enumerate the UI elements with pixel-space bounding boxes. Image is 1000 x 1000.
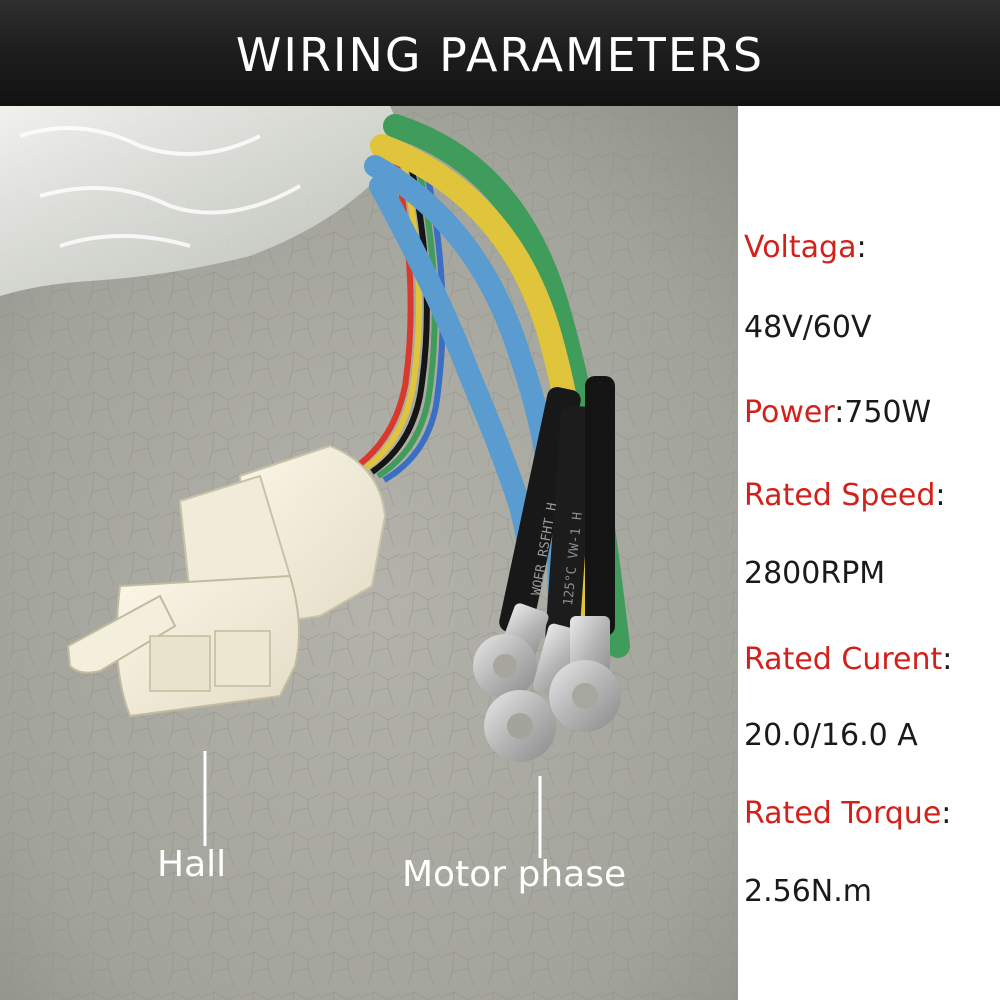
specs-panel: Voltaga: 48V/60V Power:750W Rated Speed:… [738, 106, 1000, 1000]
power-key: Power [744, 395, 835, 430]
rated-current-sep: : [942, 642, 953, 677]
product-photo: WOER RSFHT H 125°C VW-1 H [0, 106, 738, 1000]
shrink-sleeve-3 [585, 376, 615, 636]
rated-speed-key: Rated Speed [744, 478, 936, 513]
voltage-row: Voltaga: [744, 230, 867, 265]
rated-speed-sep: : [935, 478, 946, 513]
power-value: 750W [844, 395, 932, 430]
rated-speed-value: 2800RPM [744, 556, 886, 591]
rated-torque-row: Rated Torque: [744, 796, 951, 831]
rated-torque-value: 2.56N.m [744, 874, 872, 909]
hall-label: Hall [157, 844, 227, 885]
title-banner: WIRING PARAMETERS [0, 0, 1000, 106]
ring-terminal-3 [549, 616, 621, 732]
rated-current-row: Rated Curent: [744, 642, 952, 677]
black-hall-wire [370, 155, 430, 475]
power-row: Power:750W [744, 395, 931, 430]
motor-phase-label: Motor phase [402, 854, 627, 895]
plastic-wrap [0, 106, 398, 296]
voltage-key: Voltaga [744, 230, 857, 265]
hall-connector [66, 444, 387, 718]
yellow-hall-wire [364, 155, 423, 471]
banner-title: WIRING PARAMETERS [235, 28, 765, 82]
rated-speed-row: Rated Speed: [744, 478, 946, 513]
shrink-sleeve-2 [545, 405, 595, 647]
wiring-photo-illustration: WOER RSFHT H 125°C VW-1 H [0, 106, 738, 1000]
rated-current-value: 20.0/16.0 A [744, 718, 918, 753]
rated-torque-key: Rated Torque [744, 796, 942, 831]
voltage-sep: : [856, 230, 867, 265]
power-sep: : [834, 395, 845, 430]
rated-current-key: Rated Curent [744, 642, 943, 677]
voltage-value: 48V/60V [744, 310, 872, 345]
rated-torque-sep: : [941, 796, 952, 831]
green-hall-wire [376, 155, 438, 479]
ring-terminal-1 [473, 603, 549, 698]
